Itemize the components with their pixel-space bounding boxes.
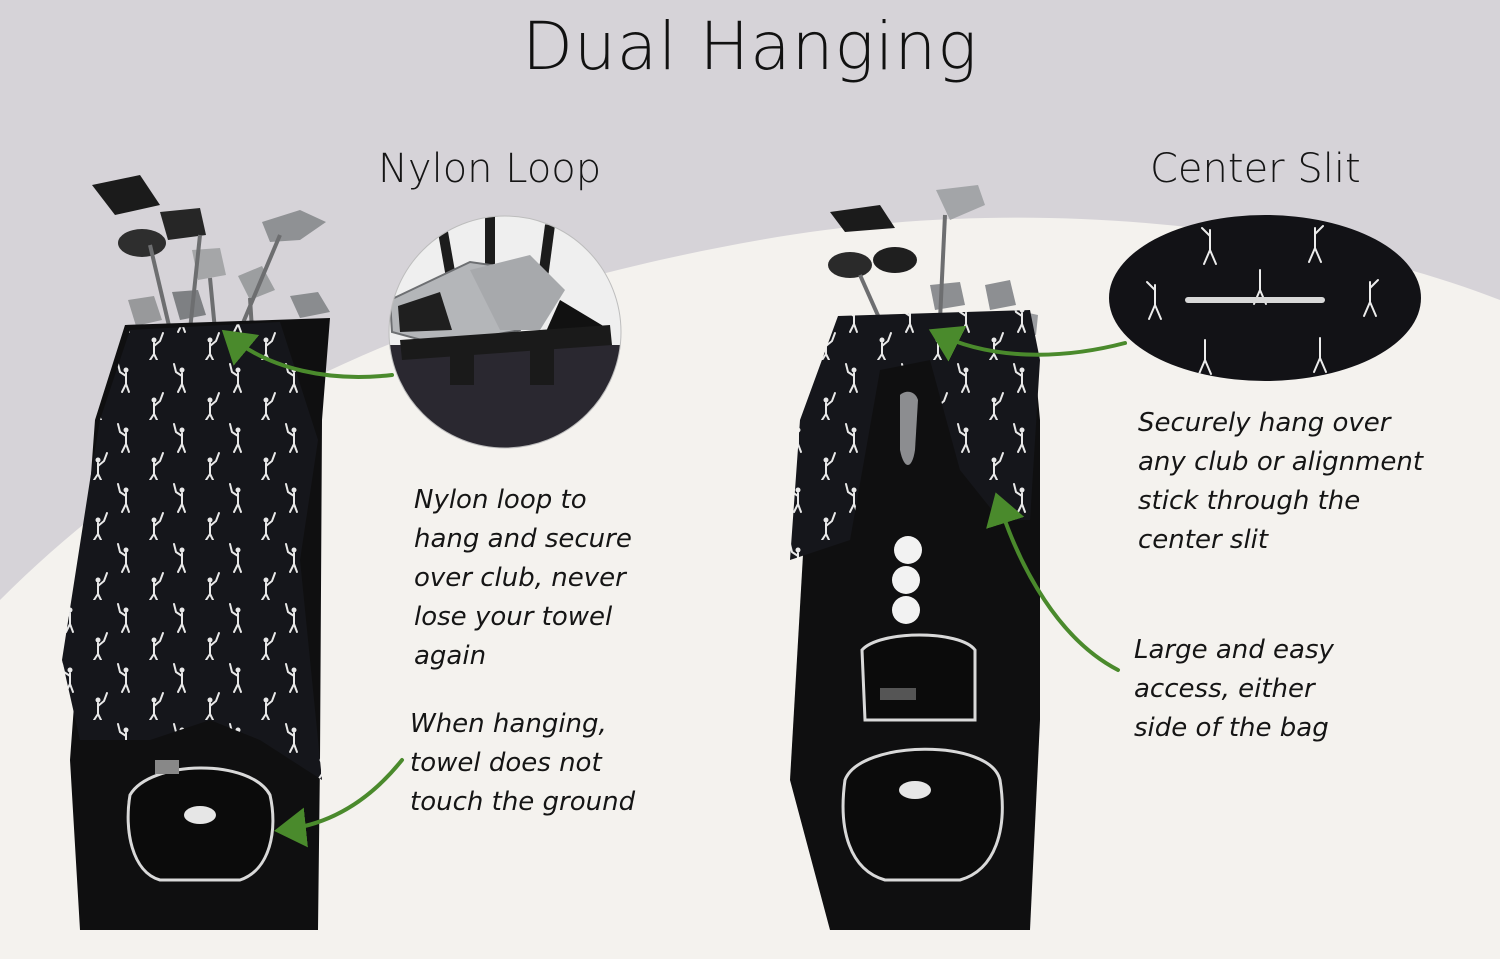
center-slit-caption: Securely hang over any club or alignment… [1138,408,1424,555]
background-curve [0,217,1500,959]
nylon-loop-caption: Nylon loop to hang and secure over club,… [414,485,632,671]
right-club-heads [828,185,1038,335]
ground-caption: When hanging, towel does not touch the g… [410,709,636,817]
nylon-loop-heading: Nylon Loop [378,146,602,192]
access-caption: Large and easy access, either side of th… [1134,635,1334,743]
left-golf-bag [62,175,330,930]
golf-balls [892,536,922,624]
left-towel [62,322,322,780]
arrow-access [986,492,1120,672]
arrow-center-slit [928,325,1127,362]
right-golf-bag [790,185,1040,930]
center-slit-detail-photo [1109,215,1421,381]
arrow-nylon-loop [221,329,394,379]
center-slit-heading: Center Slit [1150,146,1361,192]
arrow-ground [274,758,404,848]
callout-arrows [221,325,1127,848]
left-club-heads [92,175,330,331]
right-towel [790,310,1040,560]
page-title: Dual Hanging [522,8,978,85]
nylon-loop-detail-photo [389,216,621,448]
